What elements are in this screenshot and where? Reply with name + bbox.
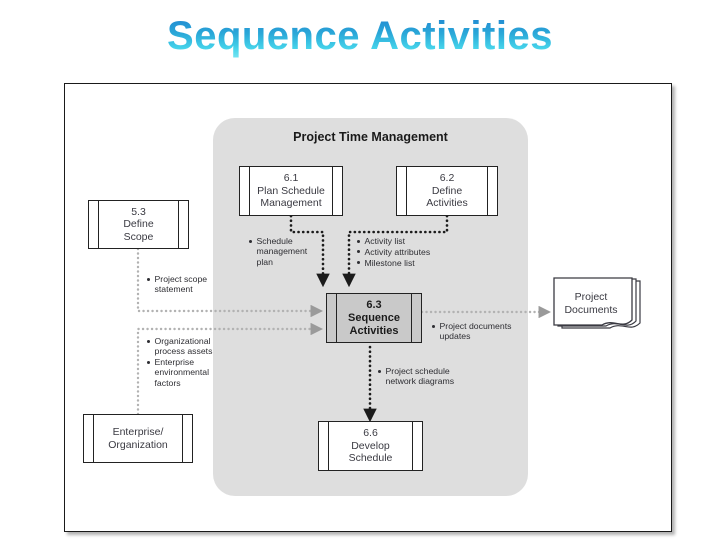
process-name: Define Activities xyxy=(426,184,468,210)
external-entity-label: Enterprise/ Organization xyxy=(108,426,168,451)
note-schedule-management-plan: Schedule management plan xyxy=(249,236,319,267)
note-item: Enterprise environmental factors xyxy=(147,357,227,388)
note-item: Milestone list xyxy=(357,258,455,268)
note-item: Project schedule network diagrams xyxy=(378,366,486,387)
note-organizational-inputs: Organizational process assets Enterprise… xyxy=(147,336,227,388)
note-item: Project documents updates xyxy=(432,321,536,342)
process-name: Plan Schedule Management xyxy=(257,184,325,210)
process-number: 6.3 xyxy=(366,298,382,311)
note-item: Organizational process assets xyxy=(147,336,227,357)
process-number: 5.3 xyxy=(131,205,146,218)
note-item: Activity attributes xyxy=(357,247,455,257)
note-list: Project schedule network diagrams xyxy=(378,366,486,387)
note-list: Schedule management plan xyxy=(249,236,319,267)
diagram-canvas: Project Time Management xyxy=(64,83,672,532)
note-list: Project scope statement xyxy=(147,274,231,295)
document-store-label: Project Documents xyxy=(564,291,618,316)
note-list: Organizational process assets Enterprise… xyxy=(147,336,227,388)
process-number: 6.6 xyxy=(363,427,378,440)
external-entity-enterprise-organization[interactable]: Enterprise/ Organization xyxy=(83,414,193,463)
note-item: Schedule management plan xyxy=(249,236,319,267)
process-number: 6.1 xyxy=(283,172,299,185)
note-activity-outputs: Activity list Activity attributes Milest… xyxy=(357,236,455,268)
note-project-schedule-network-diagrams: Project schedule network diagrams xyxy=(378,366,486,387)
process-name: Develop Schedule xyxy=(348,439,393,465)
note-project-scope-statement: Project scope statement xyxy=(147,274,231,295)
process-name: Sequence Activities xyxy=(348,311,400,337)
note-project-documents-updates: Project documents updates xyxy=(432,321,536,342)
note-list: Project documents updates xyxy=(432,321,536,342)
note-list: Activity list Activity attributes Milest… xyxy=(357,236,455,268)
note-item: Activity list xyxy=(357,236,455,246)
page-title: Sequence Activities xyxy=(0,12,720,60)
multi-document-icon xyxy=(553,277,641,329)
process-number: 6.2 xyxy=(439,172,455,185)
document-store-project-documents[interactable]: Project Documents xyxy=(552,277,644,339)
panel-title: Project Time Management xyxy=(293,130,448,144)
process-name: Define Scope xyxy=(123,218,154,243)
note-item: Project scope statement xyxy=(147,274,231,295)
